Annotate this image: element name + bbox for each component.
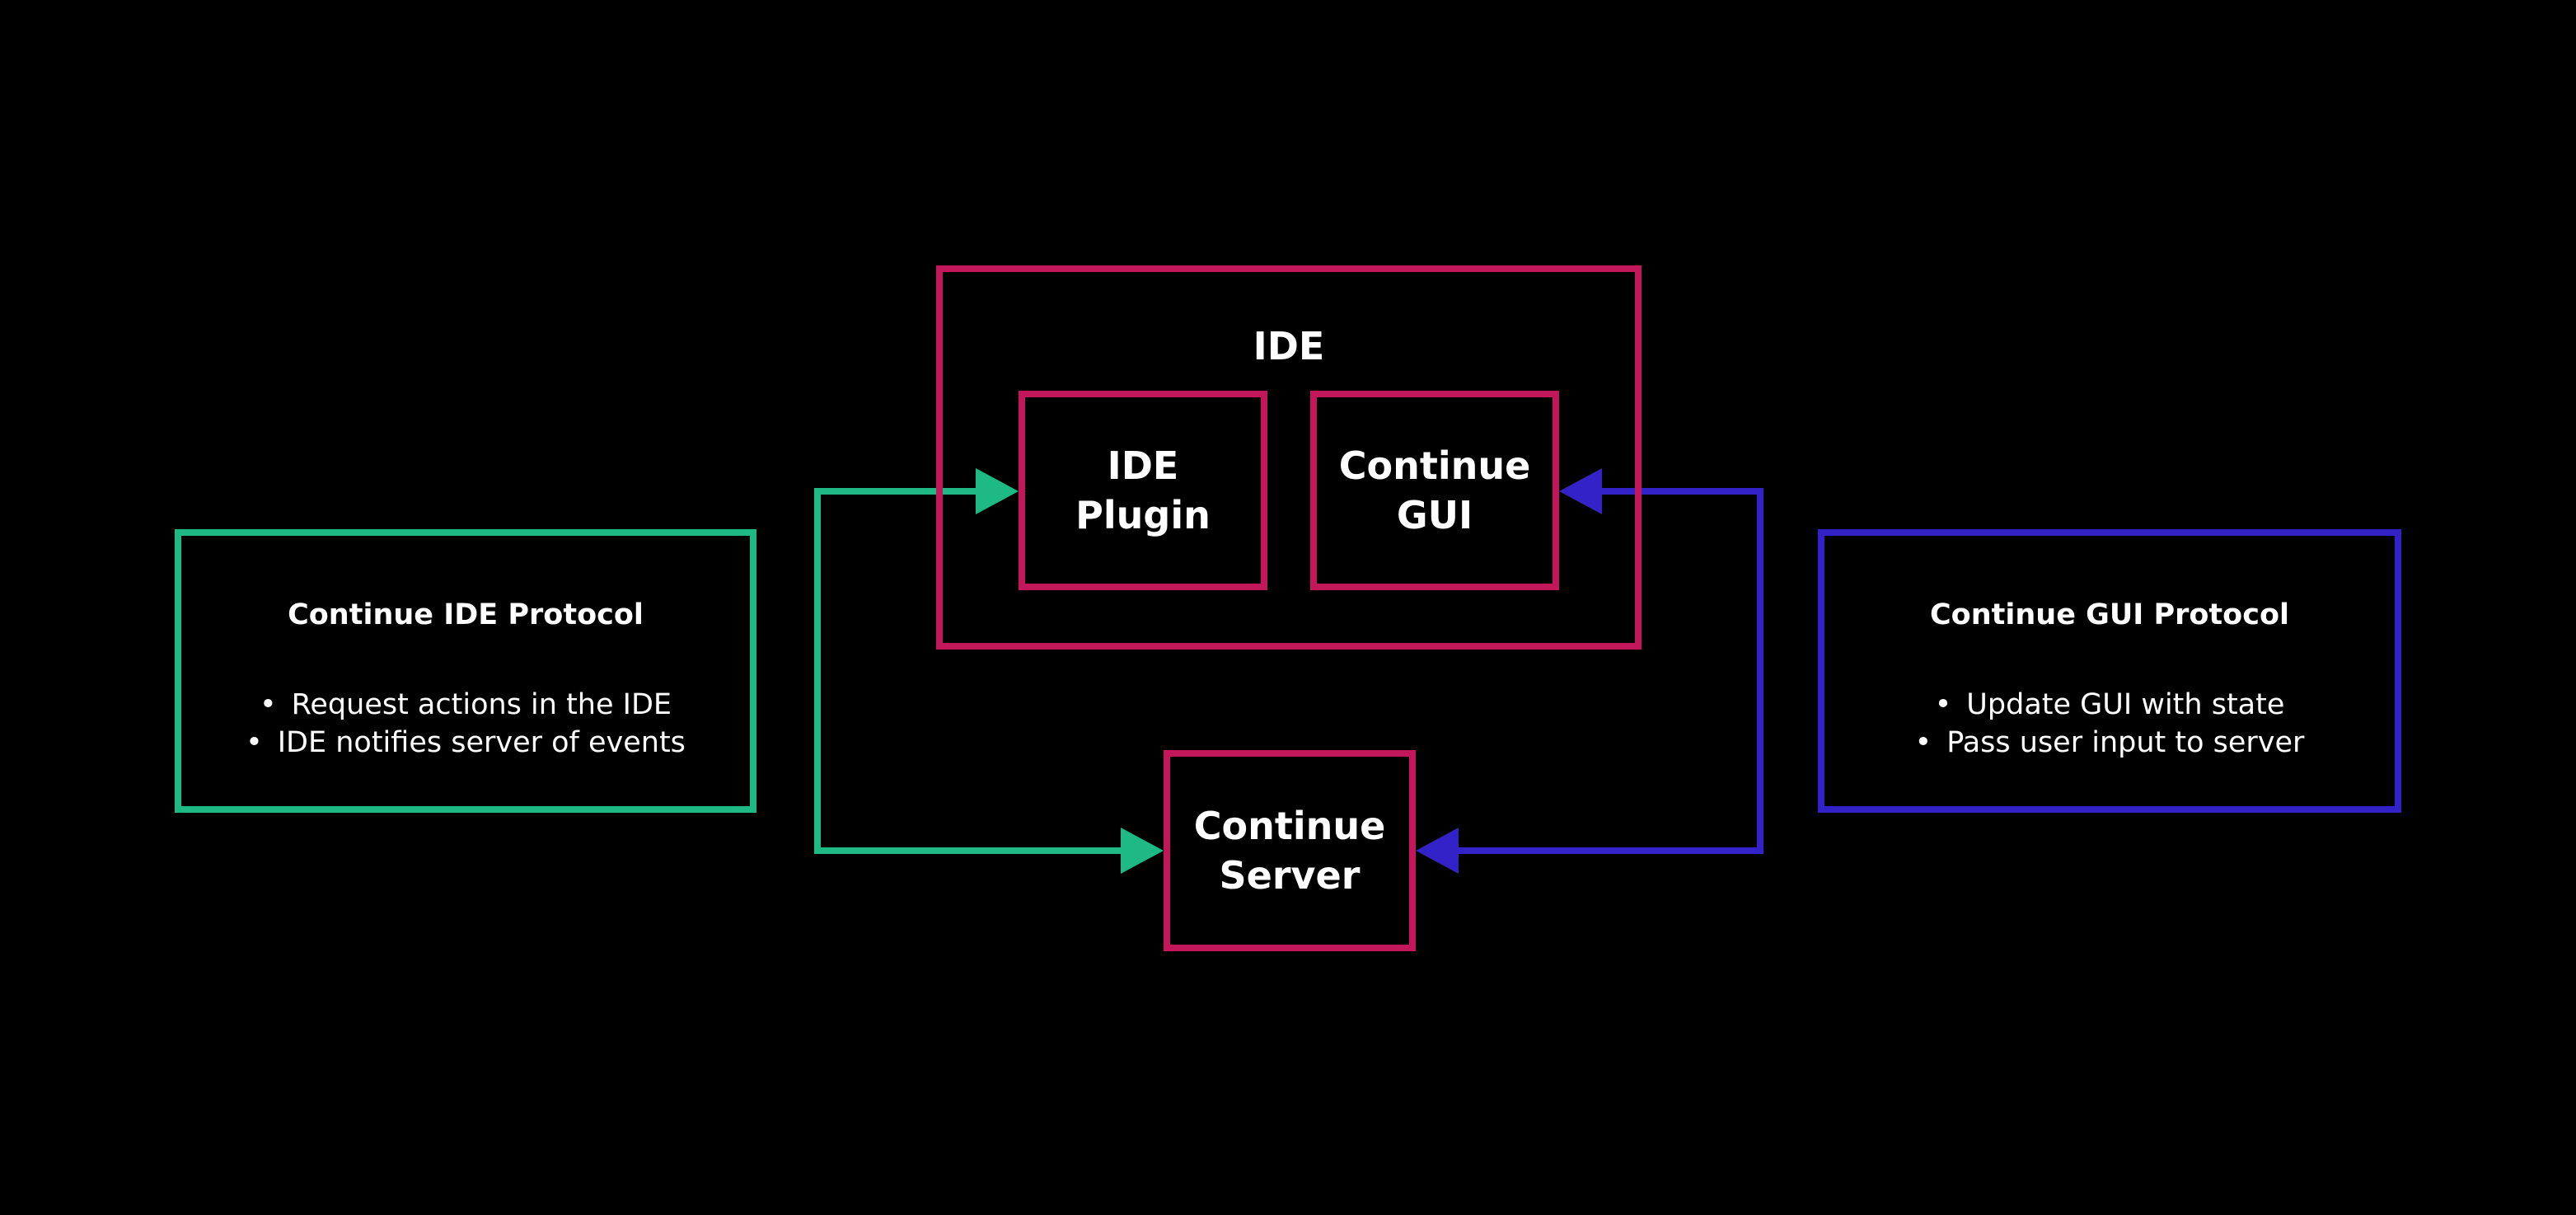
ide-plugin-node: IDE Plugin (1019, 391, 1267, 590)
ide-plugin-label: IDE Plugin (1075, 443, 1211, 537)
ide-protocol-title: Continue IDE Protocol (288, 598, 644, 631)
ide-plugin-arrowhead (976, 468, 1019, 514)
ide-container: IDE (936, 265, 1642, 650)
ide-title: IDE (1253, 324, 1325, 368)
list-item: • IDE notifies server of events (181, 724, 750, 762)
ide-protocol-item-2: IDE notifies server of events (277, 726, 686, 759)
bullet-icon: • (259, 688, 277, 721)
ide-protocol-item-1: Request actions in the IDE (291, 688, 672, 721)
list-item: • Request actions in the IDE (181, 686, 750, 724)
gui-protocol-box: Continue GUI Protocol • Update GUI with s… (1818, 529, 2401, 813)
gui-protocol-title: Continue GUI Protocol (1929, 598, 2289, 631)
gui-protocol-item-1: Update GUI with state (1966, 688, 2285, 721)
ide-protocol-box: Continue IDE Protocol • Request actions i… (175, 529, 756, 813)
gui-protocol-item-2: Pass user input to server (1946, 726, 2305, 759)
continue-gui-node: Continue GUI (1310, 391, 1559, 590)
bullet-icon: • (246, 726, 263, 759)
gui-protocol-connector (1450, 488, 1763, 854)
ide-protocol-connector (814, 488, 1129, 854)
ide-protocol-list: •Request actions in the IDE •IDE notifie… (181, 686, 750, 762)
bullet-icon: • (1914, 726, 1932, 759)
continue-server-label: Continue Server (1193, 804, 1386, 898)
continue-server-node: Continue Server (1164, 750, 1416, 951)
bullet-icon: • (1934, 688, 1952, 721)
continue-gui-label: Continue GUI (1338, 443, 1531, 537)
server-arrowhead-blue (1416, 828, 1459, 874)
gui-arrowhead (1559, 468, 1602, 514)
list-item: • Update GUI with state (1824, 686, 2395, 724)
list-item: • Pass user input to server (1824, 724, 2395, 762)
gui-protocol-list: • Update GUI with state • Pass user input … (1824, 686, 2395, 762)
server-arrowhead-green (1121, 828, 1164, 874)
